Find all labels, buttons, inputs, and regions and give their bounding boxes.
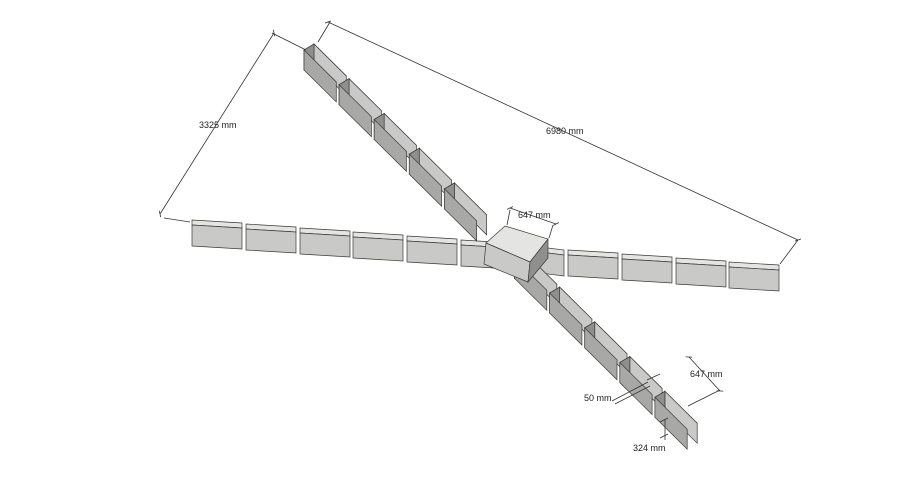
dimension-label-324: 324 mm (633, 443, 666, 453)
dimension-6980: 6980 mm (317, 22, 798, 265)
channel-block (191, 219, 243, 250)
horizontal-channel-arm (191, 219, 780, 292)
channel-block (621, 253, 673, 284)
dimension-label-50: 50 mm (584, 393, 612, 403)
channel-block (352, 231, 404, 262)
channel-block (549, 286, 593, 346)
block-front (728, 266, 780, 292)
dimension-label-6980: 6980 mm (546, 126, 584, 136)
block-front (567, 254, 619, 280)
channel-block (675, 257, 727, 288)
dimension-647-center: 647 mm (506, 208, 556, 239)
block-front (621, 258, 673, 284)
dimension-3325: 3325 mm (160, 33, 307, 223)
dimension-label-3325: 3325 mm (199, 120, 237, 130)
channel-block (728, 261, 780, 292)
channel-block (443, 182, 488, 242)
block-front (191, 224, 243, 250)
block-face (549, 292, 583, 346)
channel-block (654, 390, 698, 451)
block-front (245, 228, 297, 254)
dimension-label-647-center: 647 mm (518, 210, 551, 220)
dimension-label-647-end: 647 mm (690, 369, 723, 379)
block-front (675, 262, 727, 288)
channel-block (584, 320, 628, 381)
block-face (584, 326, 618, 381)
dimension-50: 50 mm (584, 381, 651, 405)
channel-block (245, 223, 297, 254)
channel-block (299, 227, 351, 258)
dimension-647-end: 647 mm (646, 357, 723, 407)
block-face (654, 396, 688, 451)
block-front (299, 232, 351, 258)
channel-block (406, 235, 458, 266)
block-front (352, 236, 404, 262)
block-front (406, 240, 458, 266)
junction-side (527, 237, 549, 284)
channel-block (567, 249, 619, 280)
dimension-324: 324 mm (633, 417, 669, 453)
